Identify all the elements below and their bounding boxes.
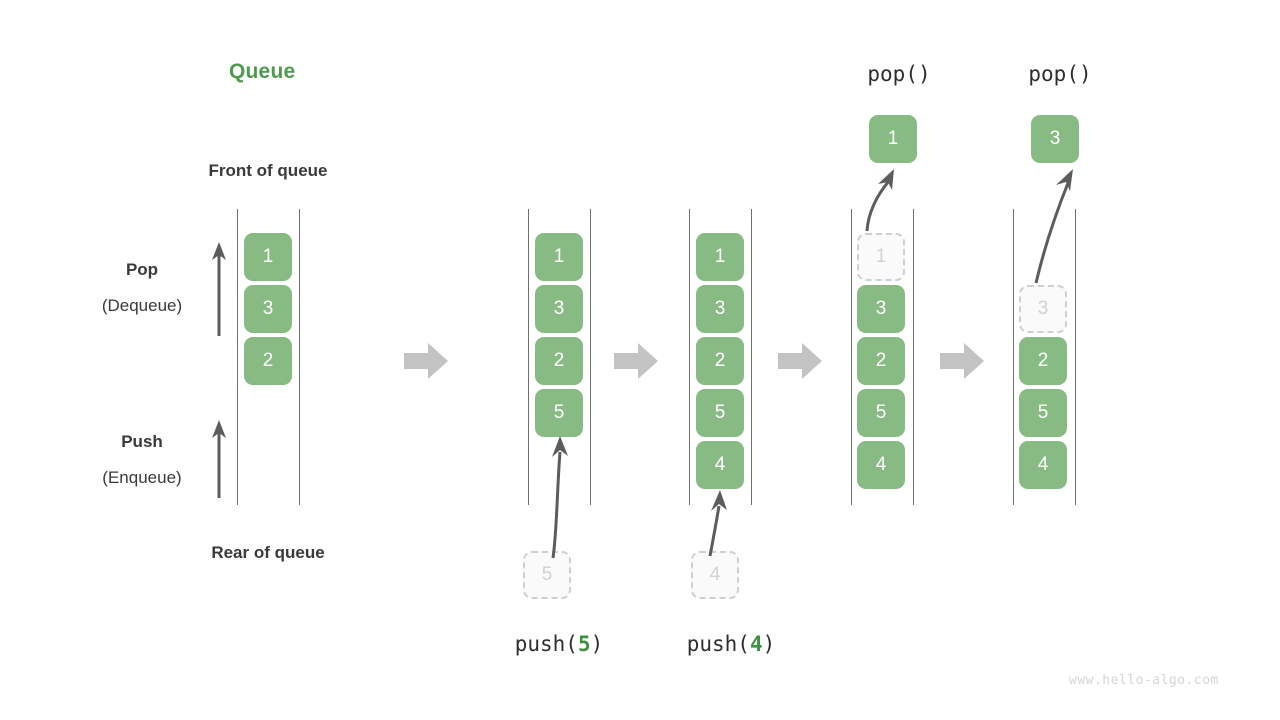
op-arg: 5	[577, 632, 591, 656]
rear-of-queue-label: Rear of queue	[211, 543, 325, 562]
operation-caption-push4: push(4)	[631, 632, 831, 656]
popped-element: 1	[869, 115, 917, 163]
watermark: www.hello-algo.com	[1069, 673, 1219, 688]
operation-caption-push5: push(5)	[459, 632, 659, 656]
push-direction-arrow	[206, 418, 232, 498]
front-of-queue-label: Front of queue	[208, 161, 328, 180]
pop-element-arrow	[864, 165, 924, 233]
popped-element: 3	[1031, 115, 1079, 163]
pop-element-arrow	[1026, 165, 1096, 285]
queue-element: 5	[1019, 389, 1067, 437]
queue-element: 2	[1019, 337, 1067, 385]
queue-element: 2	[535, 337, 583, 385]
queue-element: 1	[244, 233, 292, 281]
op-close: )	[590, 632, 604, 656]
popped-element-ghost: 3	[1019, 285, 1067, 333]
op-arg: 4	[749, 632, 763, 656]
operation-caption-pop2: pop()	[1028, 62, 1092, 86]
queue-rail-left-s3	[851, 209, 852, 505]
queue-element: 4	[1019, 441, 1067, 489]
queue-element: 4	[696, 441, 744, 489]
queue-element: 5	[857, 389, 905, 437]
queue-rail-left-s4	[1013, 209, 1014, 505]
queue-element: 2	[696, 337, 744, 385]
queue-element: 2	[244, 337, 292, 385]
queue-element: 5	[696, 389, 744, 437]
popped-element-ghost: 1	[857, 233, 905, 281]
queue-element: 4	[857, 441, 905, 489]
incoming-element-ghost: 4	[691, 551, 739, 599]
op-close: )	[762, 632, 776, 656]
transition-arrow-icon	[778, 341, 822, 381]
incoming-element-ghost: 5	[523, 551, 571, 599]
transition-arrow-icon	[404, 341, 448, 381]
queue-element: 3	[857, 285, 905, 333]
queue-element: 3	[696, 285, 744, 333]
transition-arrow-icon	[614, 341, 658, 381]
pop-sublabel: (Dequeue)	[101, 296, 183, 315]
queue-element: 1	[535, 233, 583, 281]
queue-rail-left-s2	[689, 209, 690, 505]
push-sublabel: (Enqueue)	[102, 468, 182, 487]
op-text: push(	[514, 632, 578, 656]
queue-element: 2	[857, 337, 905, 385]
pop-label: Pop	[125, 260, 159, 279]
queue-rail-right-s2	[751, 209, 752, 505]
queue-rail-right-s0	[299, 209, 300, 505]
queue-rail-left-s1	[528, 209, 529, 505]
queue-element: 5	[535, 389, 583, 437]
operation-caption-pop1: pop()	[867, 62, 931, 86]
queue-rail-right-s3	[913, 209, 914, 505]
queue-element: 3	[535, 285, 583, 333]
queue-element: 3	[244, 285, 292, 333]
queue-rail-right-s4	[1075, 209, 1076, 505]
push-label: Push	[121, 432, 163, 451]
pop-direction-arrow	[206, 240, 232, 336]
page-title: Queue	[229, 60, 296, 83]
push-element-arrow	[535, 430, 595, 560]
queue-rail-right-s1	[590, 209, 591, 505]
queue-rail-left-s0	[237, 209, 238, 505]
queue-element: 1	[696, 233, 744, 281]
transition-arrow-icon	[940, 341, 984, 381]
op-text: push(	[686, 632, 750, 656]
push-element-arrow	[698, 486, 748, 558]
